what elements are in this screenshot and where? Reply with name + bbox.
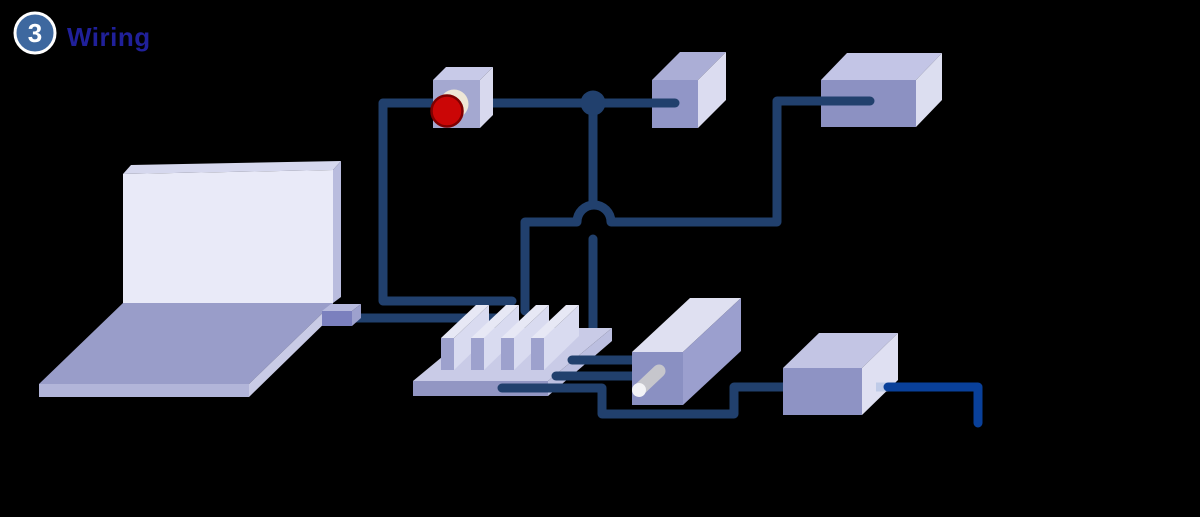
wires-navy <box>343 96 875 337</box>
blade-top <box>531 305 579 338</box>
blade-side <box>484 305 519 370</box>
flat-module-top <box>821 53 942 80</box>
wire-stopbutton-loop-to-strip <box>378 98 598 306</box>
adapter-front <box>783 368 862 415</box>
strip-blade-3 <box>501 305 549 370</box>
step-badge: 3 <box>13 11 57 55</box>
laptop-base-side <box>249 303 333 397</box>
dongle-side <box>352 304 361 326</box>
strip-blade-2 <box>471 305 519 370</box>
usb-dongle-icon <box>322 304 361 326</box>
stop-button-red-cap <box>430 94 464 128</box>
small-module-top <box>652 52 726 80</box>
adapter-side <box>862 333 898 415</box>
blade-top <box>441 305 489 338</box>
laptop-base-front <box>39 384 249 397</box>
flat-module-box-icon <box>821 53 942 127</box>
power-supply-icon <box>632 298 741 405</box>
blade-front <box>441 338 454 370</box>
step-badge-circle <box>13 11 57 55</box>
emergency-stop-button-icon <box>430 67 493 128</box>
small-module-cube-icon <box>652 52 726 128</box>
blade-top <box>501 305 549 338</box>
laptop-screen-top-bevel <box>123 161 341 174</box>
laptop-icon <box>39 161 341 397</box>
dongle-top <box>322 304 361 311</box>
stop-cube-top <box>433 67 493 80</box>
junction-dot <box>580 90 606 116</box>
laptop-screen <box>123 170 333 303</box>
wire-adapter-output <box>883 382 983 428</box>
strip-blade-1 <box>441 305 489 370</box>
blade-top <box>471 305 519 338</box>
step-badge-number: 3 <box>28 18 42 48</box>
barrel-connector-tip <box>632 383 646 397</box>
adapter-top <box>783 333 898 368</box>
blade-side <box>454 305 489 370</box>
blade-front <box>471 338 484 370</box>
wire-strip-to-adapter <box>497 382 803 419</box>
blade-side <box>514 305 549 370</box>
laptop-screen-side-bevel <box>333 161 341 303</box>
blade-front <box>531 338 544 370</box>
small-module-side <box>698 52 726 128</box>
blade-front <box>501 338 514 370</box>
psu-top <box>632 298 741 352</box>
stop-cube-side <box>480 67 493 128</box>
laptop-base-top <box>39 303 333 384</box>
psu-side <box>683 298 741 405</box>
wire-flat-module-to-strip-with-hop <box>520 96 875 316</box>
adapter-box-icon <box>783 333 898 415</box>
flat-module-side <box>916 53 942 127</box>
page-title: Wiring <box>67 22 151 52</box>
strip-blade-4 <box>531 305 579 370</box>
blade-side <box>544 305 579 370</box>
dongle-front <box>322 311 352 326</box>
